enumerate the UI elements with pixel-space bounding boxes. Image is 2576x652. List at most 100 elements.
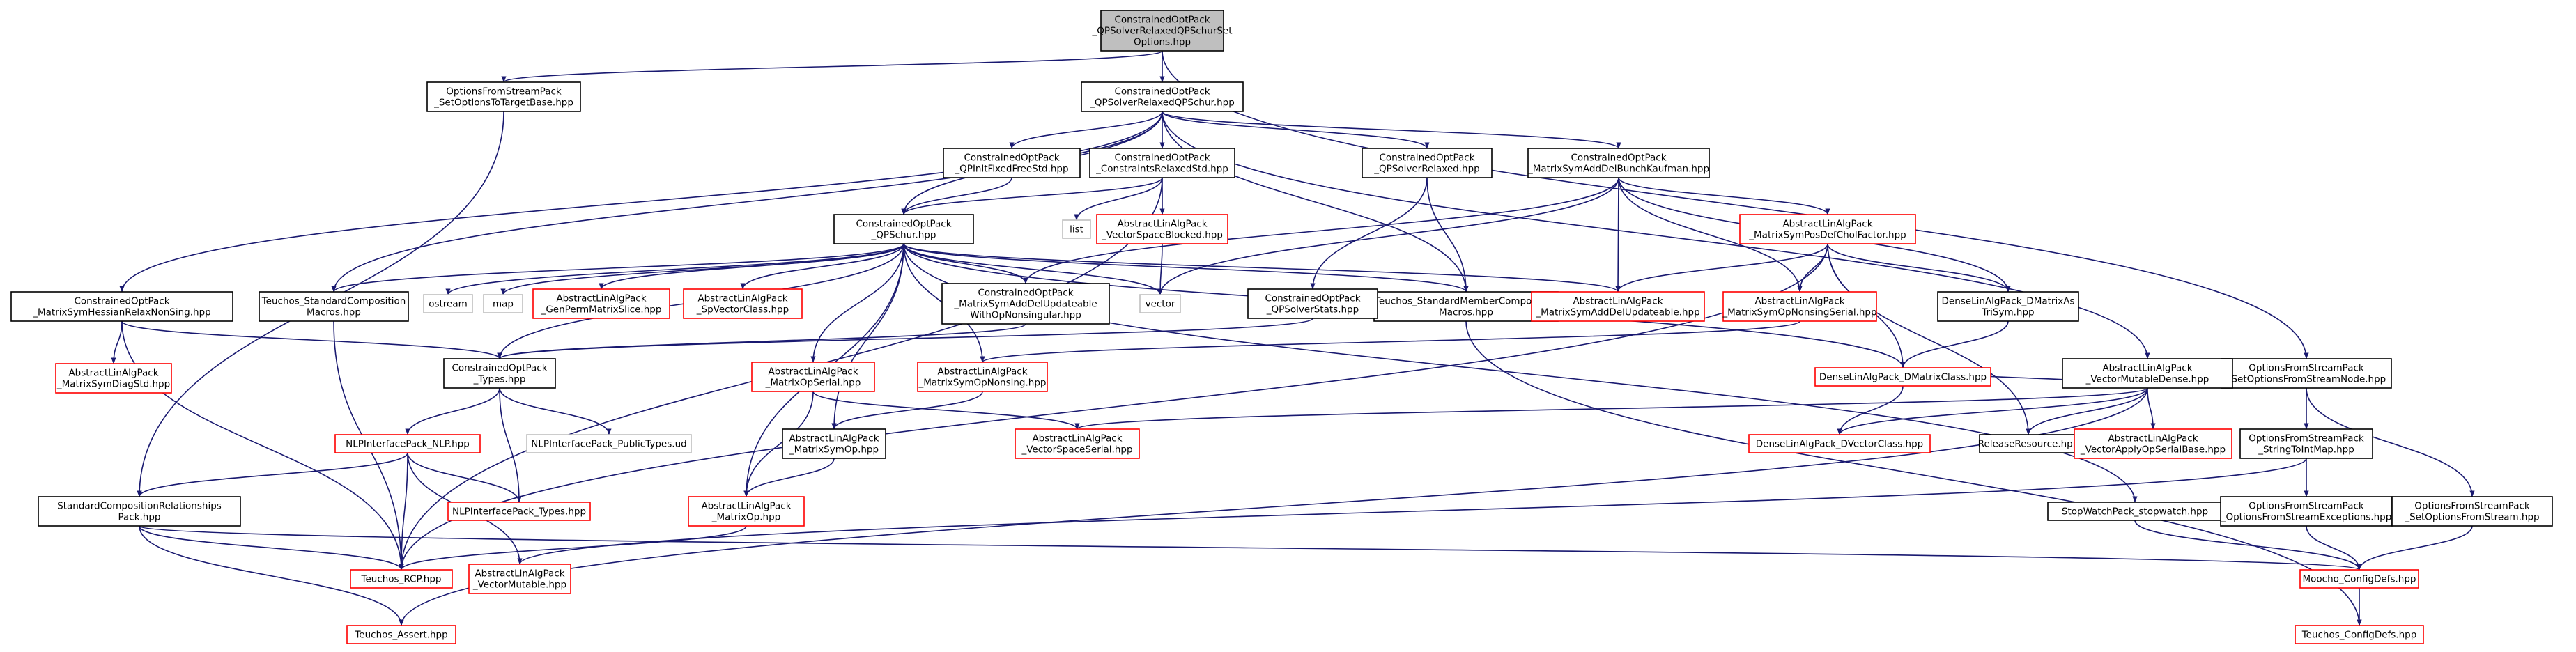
edge xyxy=(399,452,408,570)
node-abstractlinalgpack-matrixop-hpp[interactable]: AbstractLinAlgPack_MatrixOp.hpp xyxy=(688,496,805,527)
node-box xyxy=(1247,288,1378,319)
node-constrainedoptpack-qpinitfixedfreestd-hpp[interactable]: ConstrainedOptPack_QPInitFixedFreeStd.hp… xyxy=(943,148,1081,178)
node-constrainedoptpack-matrixsymadddelbunchkaufman-hpp[interactable]: ConstrainedOptPack_MatrixSymAddDelBunchK… xyxy=(1527,148,1710,178)
node-abstractlinalgpack-vectorspaceserial-hpp[interactable]: AbstractLinAlgPack_VectorSpaceSerial.hpp xyxy=(1015,428,1140,459)
node-abstractlinalgpack-matrixsymadddelupdateable-hpp[interactable]: AbstractLinAlgPack_MatrixSymAddDelUpdate… xyxy=(1531,291,1705,322)
node-box xyxy=(782,428,886,459)
node-constrainedoptpack-qpsolverrelaxedqpschur-hpp[interactable]: ConstrainedOptPack_QPSolverRelaxedQPSchu… xyxy=(1081,82,1244,112)
edge xyxy=(399,525,747,570)
edge-arrow xyxy=(1615,177,1621,293)
node-constrainedoptpack-qpsolverrelaxed-hpp[interactable]: ConstrainedOptPack_QPSolverRelaxed.hpp xyxy=(1362,148,1493,178)
edge-arrow xyxy=(331,111,1163,293)
edge-arrow xyxy=(1900,320,2009,368)
node-abstractlinalgpack-vectormutable-hpp[interactable]: AbstractLinAlgPack_VectorMutable.hpp xyxy=(468,564,571,594)
node-list[interactable]: list xyxy=(1062,219,1091,239)
node-box xyxy=(334,434,481,453)
node-label-line: AbstractLinAlgPack xyxy=(937,366,1027,377)
edge xyxy=(331,111,1163,293)
node-constrainedoptpack-matrixsymhessianrelaxnonsing-hpp[interactable]: ConstrainedOptPack_MatrixSymHessianRelax… xyxy=(10,291,233,322)
node-label-line: OptionsFromStreamPack xyxy=(446,86,562,97)
node-vector[interactable]: vector xyxy=(1139,294,1181,313)
node-label-line: Macros.hpp xyxy=(307,306,361,318)
node-box xyxy=(1089,148,1235,178)
edge-arrow xyxy=(445,243,904,295)
edge xyxy=(501,50,1163,83)
edge-arrow xyxy=(740,243,904,290)
node-ostream[interactable]: ostream xyxy=(423,294,473,313)
node-map[interactable]: map xyxy=(483,294,523,313)
node-box xyxy=(2062,358,2233,389)
node-teuchos-standardmembercompositionmacros-hpp[interactable]: Teuchos_StandardMemberCompositionMacros.… xyxy=(1373,291,1559,322)
node-constrainedoptpack-qpschur-hpp[interactable]: ConstrainedOptPack_QPSchur.hpp xyxy=(833,214,974,244)
edge xyxy=(1827,243,2031,435)
node-abstractlinalgpack-matrixsymposdefcholfactor-hpp[interactable]: AbstractLinAlgPack_MatrixSymPosDefCholFa… xyxy=(1739,214,1916,244)
node-abstractlinalgpack-spvectorclass-hpp[interactable]: AbstractLinAlgPack_SpVectorClass.hpp xyxy=(683,288,803,319)
node-abstractlinalgpack-genpermmatrixslice-hpp[interactable]: AbstractLinAlgPack_GenPermMatrixSlice.hp… xyxy=(532,288,670,319)
node-constrainedoptpack-constraintsrelaxedstd-hpp[interactable]: ConstrainedOptPack_ConstraintsRelaxedStd… xyxy=(1089,148,1235,178)
node-label-line: _QPSchur.hpp xyxy=(871,229,936,240)
node-label-line: _MatrixSymHessianRelaxNonSing.hpp xyxy=(32,306,211,318)
edge-arrow xyxy=(831,391,983,430)
node-stopwatchpack-stopwatch-hpp[interactable]: StopWatchPack_stopwatch.hpp xyxy=(2047,502,2223,521)
node-label-line: Options.hpp xyxy=(1134,36,1191,47)
node-abstractlinalgpack-vectorapplyopserialbase-hpp[interactable]: AbstractLinAlgPack_VectorApplyOpSerialBa… xyxy=(2074,428,2232,459)
node-teuchos-configdefs-hpp[interactable]: Teuchos_ConfigDefs.hpp xyxy=(2295,625,2424,644)
edge-arrow xyxy=(1074,177,1163,221)
node-optionsfromstreampack-setoptionsfromstreamnode-hpp[interactable]: OptionsFromStreamPack_SetOptionsFromStre… xyxy=(2221,358,2392,389)
edge-arrow xyxy=(1837,387,2148,435)
edge-arrow xyxy=(405,387,500,435)
node-box xyxy=(1081,82,1244,112)
node-abstractlinalgpack-vectormutabledense-hpp[interactable]: AbstractLinAlgPack_VectorMutableDense.hp… xyxy=(2062,358,2233,389)
node-label-line: AbstractLinAlgPack xyxy=(475,568,564,579)
edge xyxy=(1615,177,1621,293)
node-box xyxy=(1062,219,1091,239)
node-abstractlinalgpack-matrixsymop-hpp[interactable]: AbstractLinAlgPack_MatrixSymOp.hpp xyxy=(782,428,886,459)
node-nlpinterfacepack-publictypes-ud[interactable]: NLPInterfacePack_PublicTypes.ud xyxy=(526,434,692,453)
edge xyxy=(810,243,904,363)
node-box xyxy=(532,288,670,319)
node-constrainedoptpack-qpsolverrelaxedqpschursetoptions-hpp[interactable]: ConstrainedOptPack_QPSolverRelaxedQPSchu… xyxy=(1091,10,1233,52)
node-teuchos-assert-hpp[interactable]: Teuchos_Assert.hpp xyxy=(346,625,456,644)
edge xyxy=(812,391,1080,430)
node-label-line: ConstrainedOptPack xyxy=(74,295,169,306)
node-denselinalgpack-dvectorclass-hpp[interactable]: DenseLinAlgPack_DVectorClass.hpp xyxy=(1748,434,1931,453)
node-box xyxy=(2391,496,2553,527)
node-box xyxy=(38,496,241,527)
node-label-line: _MatrixOp.hpp xyxy=(711,511,780,522)
edge-arrow xyxy=(903,243,1163,295)
node-abstractlinalgpack-matrixopserial-hpp[interactable]: AbstractLinAlgPack_MatrixOpSerial.hpp xyxy=(751,362,875,392)
edge-arrow xyxy=(2134,520,2362,570)
node-constrainedoptpack-matrixsymadddelupdateablewithopnonsingular-hpp[interactable]: ConstrainedOptPack_MatrixSymAddDelUpdate… xyxy=(941,283,1110,325)
edge xyxy=(445,243,904,295)
node-releaseresource-hpp[interactable]: ReleaseResource.hpp xyxy=(1978,434,2079,453)
node-optionsfromstreampack-optionsfromstreamexceptions-hpp[interactable]: OptionsFromStreamPack_OptionsFromStreamE… xyxy=(2220,496,2393,527)
node-abstractlinalgpack-matrixsymopnonsingserial-hpp[interactable]: AbstractLinAlgPack_MatrixSymOpNonsingSer… xyxy=(1722,291,1877,322)
node-abstractlinalgpack-vectorspaceblocked-hpp[interactable]: AbstractLinAlgPack_VectorSpaceBlocked.hp… xyxy=(1096,214,1228,244)
edge-arrow xyxy=(137,452,408,497)
node-denselinalgpack-dmatrixclass-hpp[interactable]: DenseLinAlgPack_DMatrixClass.hpp xyxy=(1814,367,1991,387)
node-teuchos-rcp-hpp[interactable]: Teuchos_RCP.hpp xyxy=(350,569,453,589)
node-abstractlinalgpack-matrixsymdiagstd-hpp[interactable]: AbstractLinAlgPack_MatrixSymDiagStd.hpp xyxy=(55,363,172,394)
node-box xyxy=(1139,294,1181,313)
edge xyxy=(1618,177,1830,215)
node-nlpinterfacepack-nlp-hpp[interactable]: NLPInterfacePack_NLP.hpp xyxy=(334,434,481,453)
node-label-line: AbstractLinAlgPack xyxy=(556,293,646,304)
node-optionsfromstreampack-setoptionsfromstream-hpp[interactable]: OptionsFromStreamPack_SetOptionsFromStre… xyxy=(2391,496,2553,527)
node-abstractlinalgpack-matrixsymopnonsing-hpp[interactable]: AbstractLinAlgPack_MatrixSymOpNonsing.hp… xyxy=(917,362,1048,392)
node-nlpinterfacepack-types-hpp[interactable]: NLPInterfacePack_Types.hpp xyxy=(447,502,591,521)
node-label-line: AbstractLinAlgPack xyxy=(68,367,158,378)
edge-arrow xyxy=(1009,111,1163,149)
edge xyxy=(2357,525,2473,570)
node-optionsfromstreampack-stringtointmap-hpp[interactable]: OptionsFromStreamPack_StringToIntMap.hpp xyxy=(2239,428,2373,459)
node-optionsfromstreampack-setoptionstotargetbase-hpp[interactable]: OptionsFromStreamPack_SetOptionsToTarget… xyxy=(426,82,581,112)
node-constrainedoptpack-qpsolverstats-hpp[interactable]: ConstrainedOptPack_QPSolverStats.hpp xyxy=(1247,288,1378,319)
node-label-line: _VectorMutableDense.hpp xyxy=(2085,373,2209,385)
node-box xyxy=(833,214,974,244)
node-constrainedoptpack-types-hpp[interactable]: ConstrainedOptPack_Types.hpp xyxy=(443,358,556,389)
node-moocho-configdefs-hpp[interactable]: Moocho_ConfigDefs.hpp xyxy=(2299,569,2419,589)
edge xyxy=(1074,387,2148,430)
edge xyxy=(1162,111,1430,149)
